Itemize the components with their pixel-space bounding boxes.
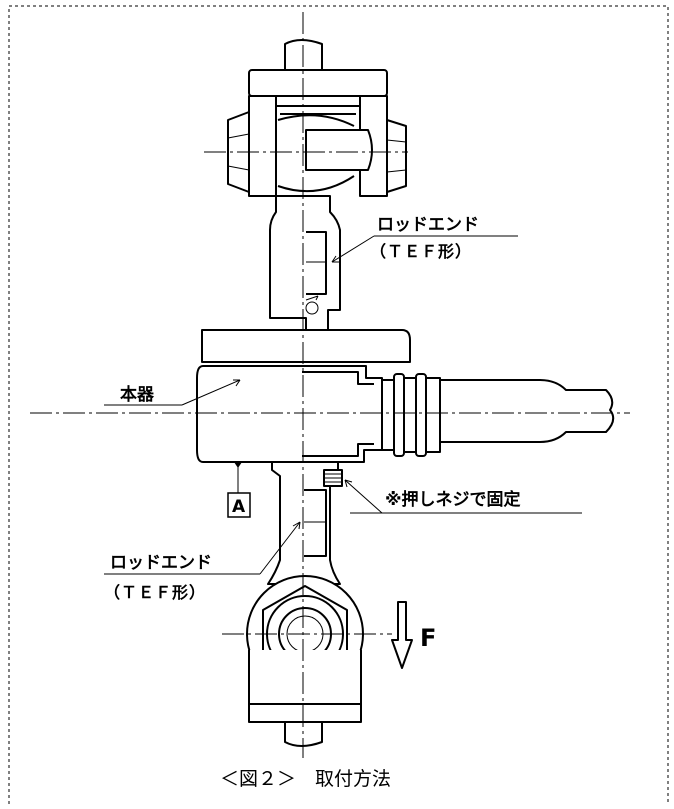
bottom-rod-end <box>246 461 364 747</box>
label-set-screw: ※押しネジで固定 <box>385 489 521 510</box>
label-rod-end-bottom-sub: （ＴＥＦ形） <box>104 583 206 602</box>
frame-border <box>8 5 669 804</box>
force-arrow <box>391 601 413 669</box>
leader-rod-end-bottom <box>259 521 301 575</box>
label-datum: A <box>232 497 246 517</box>
label-force: F <box>420 624 436 652</box>
center-lines <box>30 12 630 758</box>
datum-triangle <box>234 462 242 468</box>
label-rod-end-top-sub: （ＴＥＦ形） <box>370 242 472 261</box>
leader-rod-end-top <box>331 235 375 263</box>
top-clevis <box>227 39 407 331</box>
label-rod-end-bottom: ロッドエンド <box>110 553 212 573</box>
leader-set-screw <box>344 479 383 514</box>
label-rod-end-top: ロッドエンド <box>377 215 479 235</box>
sensor-body <box>196 329 615 463</box>
label-body: 本器 <box>120 384 155 405</box>
figure-caption: ＜図２＞ 取付方法 <box>220 768 391 790</box>
datum-box <box>227 492 251 518</box>
leader-body <box>181 379 241 406</box>
